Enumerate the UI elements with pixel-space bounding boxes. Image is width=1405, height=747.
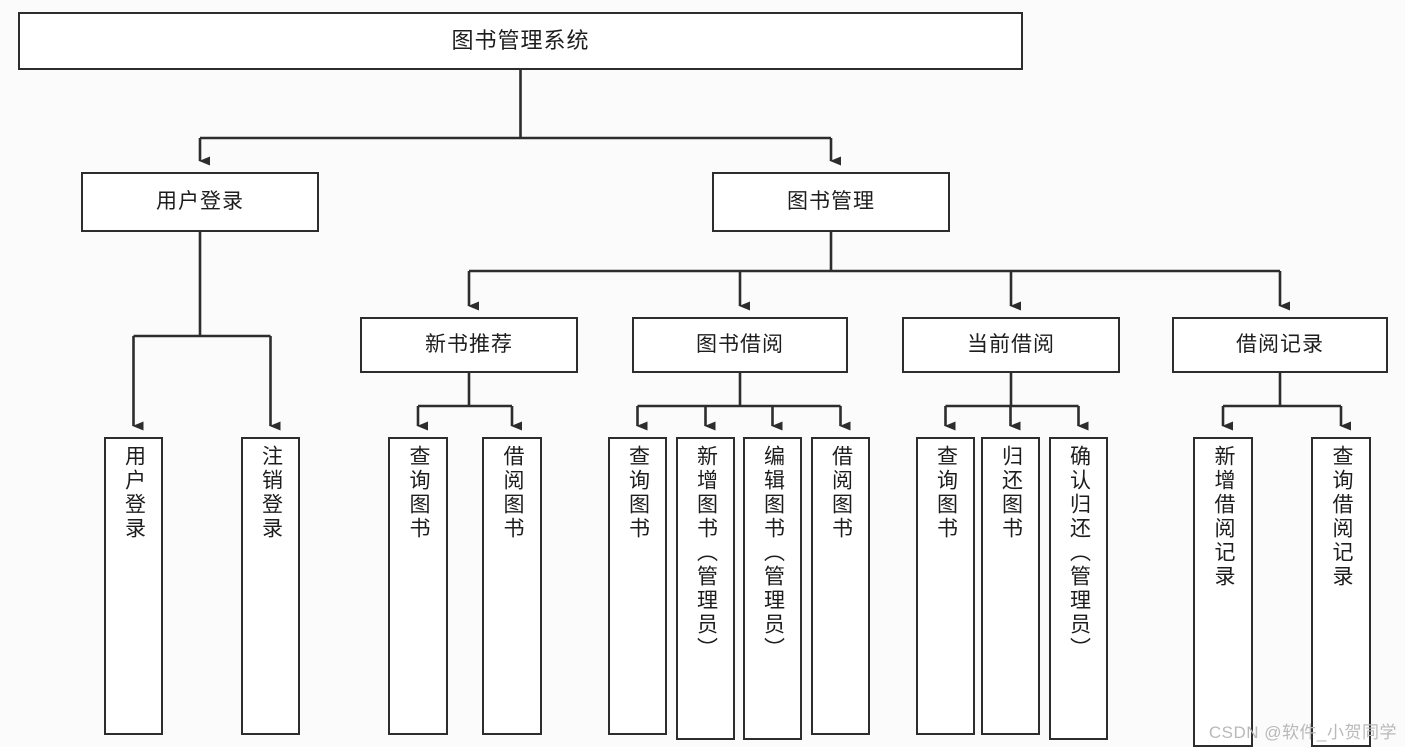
node-leaf-query-book-2-label: 查询图书: [626, 445, 650, 541]
watermark: CSDN @软件_小贺同学: [1208, 723, 1397, 742]
node-leaf-query-book-3-label: 查询图书: [934, 445, 958, 541]
node-leaf-borrow-book-2[interactable]: 借阅图书: [811, 437, 870, 735]
node-current-borrow-label: 当前借阅: [967, 333, 1055, 357]
node-leaf-query-book-1-label: 查询图书: [407, 445, 431, 541]
node-leaf-return-book[interactable]: 归还图书: [981, 437, 1040, 735]
node-user-login-label: 用户登录: [156, 190, 244, 214]
node-borrow-record-label: 借阅记录: [1236, 333, 1324, 357]
node-leaf-query-borrow-record-label: 查询借阅记录: [1330, 445, 1354, 589]
node-leaf-query-book-2[interactable]: 查询图书: [608, 437, 667, 735]
node-book-borrow-label: 图书借阅: [696, 333, 784, 357]
node-leaf-confirm-return-admin-label: 确认归还（管理员）: [1067, 445, 1091, 661]
node-leaf-add-book-admin[interactable]: 新增图书（管理员）: [676, 437, 735, 740]
node-leaf-edit-book-admin[interactable]: 编辑图书（管理员）: [743, 437, 802, 740]
node-book-manage-label: 图书管理: [787, 190, 875, 214]
node-leaf-query-borrow-record[interactable]: 查询借阅记录: [1311, 437, 1371, 747]
node-user-login[interactable]: 用户登录: [81, 172, 319, 232]
node-leaf-edit-book-admin-label: 编辑图书（管理员）: [761, 445, 785, 661]
node-leaf-add-borrow-record-label: 新增借阅记录: [1212, 445, 1236, 589]
node-leaf-user-login[interactable]: 用户登录: [104, 437, 163, 735]
node-book-manage[interactable]: 图书管理: [712, 172, 950, 232]
node-leaf-add-book-admin-label: 新增图书（管理员）: [694, 445, 718, 661]
node-leaf-logout-login[interactable]: 注销登录: [241, 437, 300, 735]
node-new-book-recommend[interactable]: 新书推荐: [360, 317, 578, 373]
node-current-borrow[interactable]: 当前借阅: [902, 317, 1120, 373]
node-leaf-confirm-return-admin[interactable]: 确认归还（管理员）: [1049, 437, 1108, 740]
node-leaf-return-book-label: 归还图书: [999, 445, 1023, 541]
node-leaf-query-book-1[interactable]: 查询图书: [388, 437, 448, 735]
node-leaf-query-book-3[interactable]: 查询图书: [916, 437, 975, 735]
node-book-borrow[interactable]: 图书借阅: [632, 317, 848, 373]
node-leaf-borrow-book-1-label: 借阅图书: [501, 445, 525, 541]
node-root[interactable]: 图书管理系统: [18, 12, 1023, 70]
node-borrow-record[interactable]: 借阅记录: [1172, 317, 1388, 373]
node-leaf-user-login-label: 用户登录: [122, 445, 146, 541]
node-root-label: 图书管理系统: [451, 27, 590, 53]
node-leaf-borrow-book-1[interactable]: 借阅图书: [482, 437, 542, 735]
node-leaf-logout-login-label: 注销登录: [259, 445, 283, 541]
node-leaf-add-borrow-record[interactable]: 新增借阅记录: [1193, 437, 1253, 747]
node-new-book-recommend-label: 新书推荐: [425, 333, 513, 357]
node-leaf-borrow-book-2-label: 借阅图书: [829, 445, 853, 541]
